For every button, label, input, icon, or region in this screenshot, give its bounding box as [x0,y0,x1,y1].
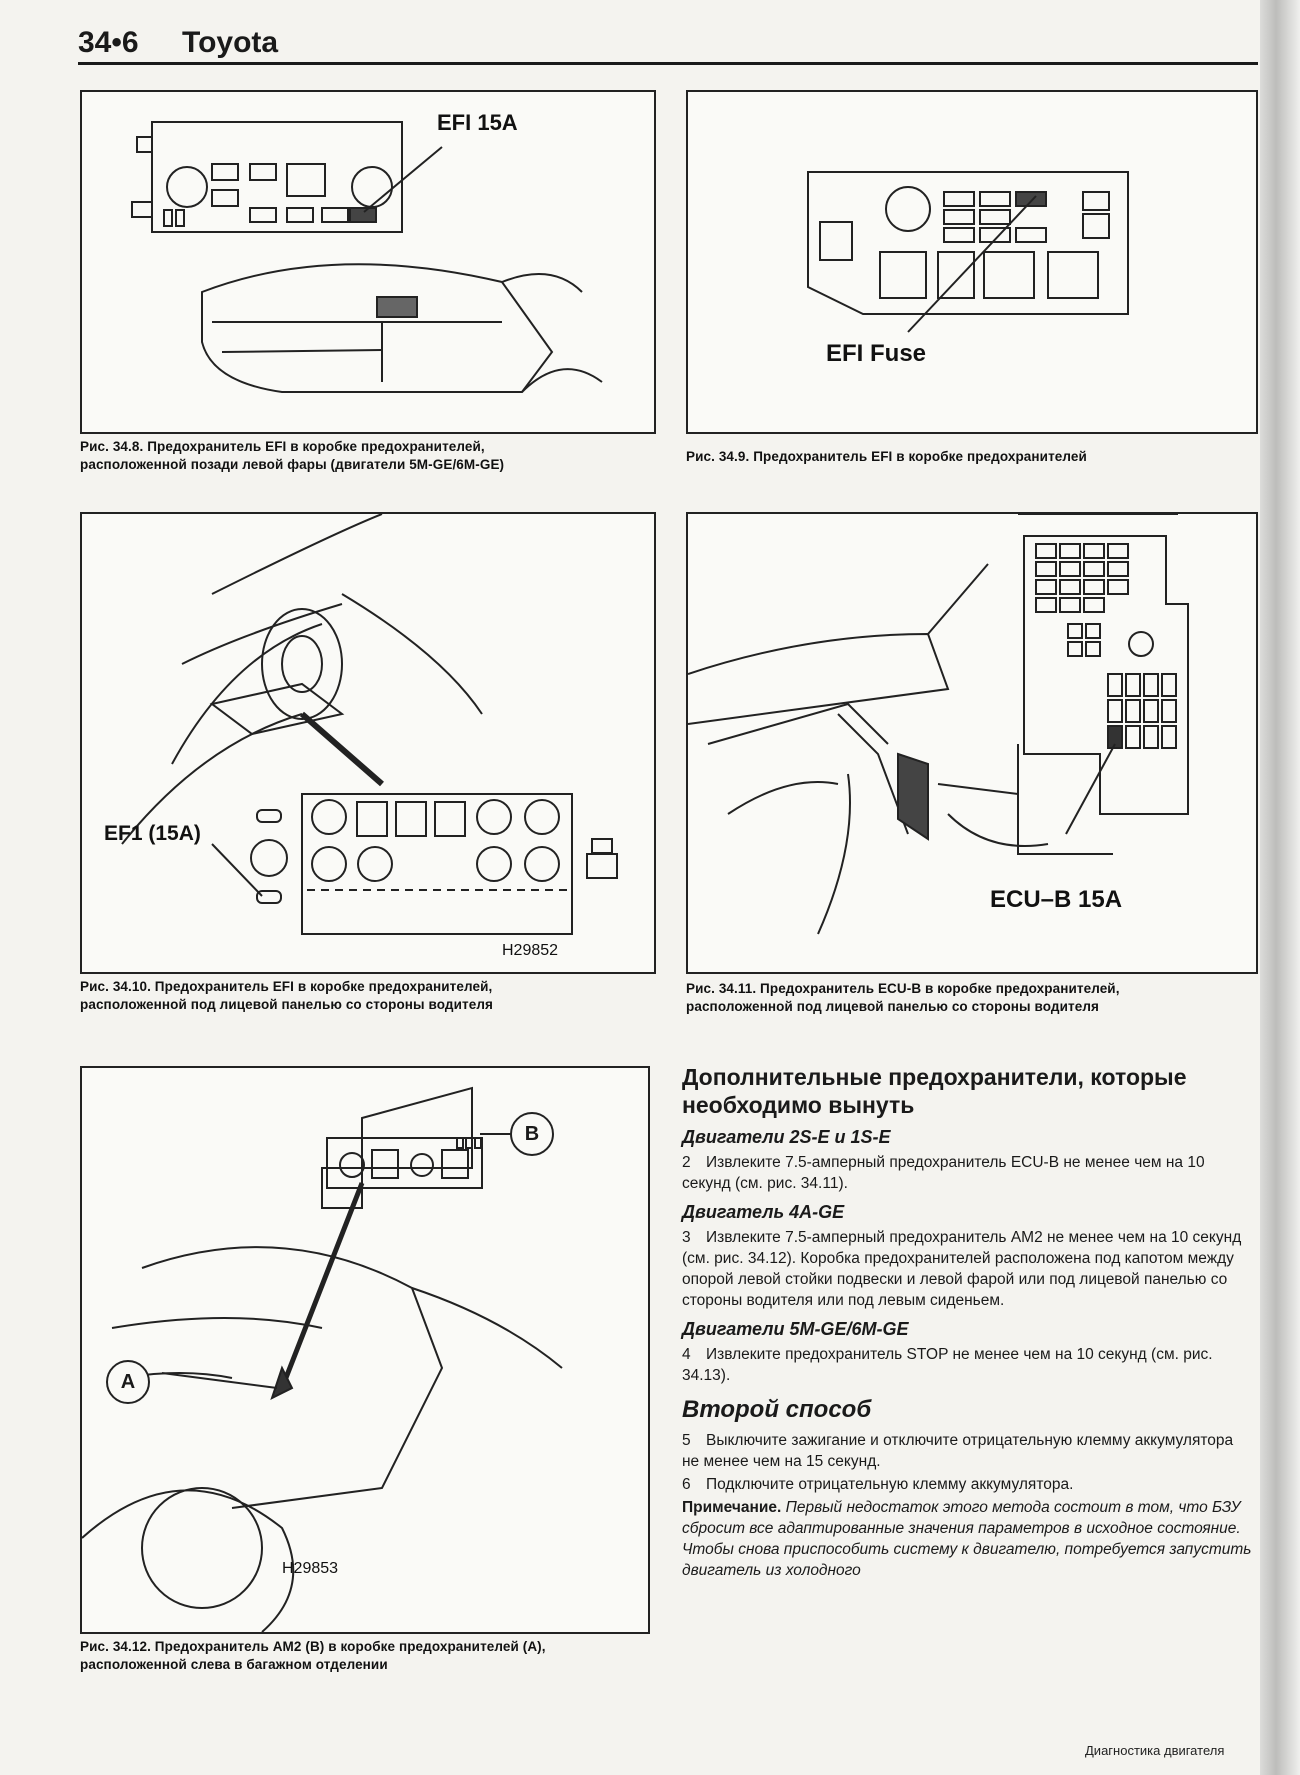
trunk-fuse-box-illustration [82,1086,563,1632]
figure-34-11: ECU–B 15A [686,512,1258,974]
callout-b-label: B [524,1123,540,1145]
caption-line: Рис. 34.8. Предохранитель EFI в коробке … [80,439,485,454]
figure-34-9: EFI Fuse [686,90,1258,434]
figure-34-12: A B H29853 [80,1066,650,1634]
dashboard-fuse-box-illustration [121,514,618,935]
fuse-box-illustration [807,171,1129,333]
figure-34-10: EF1 (15A) H29852 [80,512,656,974]
note: Примечание. Первый недостаток этого мето… [682,1497,1252,1581]
caption-34-11: Рис. 34.11. Предохранитель ECU-B в короб… [686,980,1256,1016]
callout-a-label: A [120,1371,136,1393]
caption-34-10: Рис. 34.10. Предохранитель EFI в коробке… [80,978,660,1014]
caption-line: Рис. 34.9. Предохранитель EFI в коробке … [686,449,1087,464]
drawing-code: H29852 [502,942,559,959]
subheading-2s-1s: Двигатели 2S-E и 1S-E [682,1127,891,1147]
paragraph-number: 6 [682,1476,691,1493]
caption-34-12: Рис. 34.12. Предохранитель AM2 (B) в кор… [80,1638,660,1674]
drawing-code: H29853 [282,1560,339,1577]
paragraph-text: Выключите зажигание и отключите отрицате… [682,1432,1234,1470]
note-label: Примечание. [682,1499,782,1516]
paragraph-text: Извлеките 7.5-амперный предохранитель AM… [682,1229,1242,1309]
paragraph-text: Извлеките 7.5-амперный предохранитель EC… [682,1154,1205,1192]
section-heading: Дополнительные предохранители, которые н… [682,1064,1187,1118]
paragraph-text: Извлеките предохранитель STOP не менее ч… [682,1346,1213,1384]
caption-line: расположенной под лицевой панелью со сто… [686,999,1099,1014]
fuse-label: EF1 (15A) [104,822,201,845]
caption-line: расположенной слева в багажном отделении [80,1657,388,1672]
fuse-label: ECU–B 15A [990,886,1123,913]
caption-line: Рис. 34.10. Предохранитель EFI в коробке… [80,979,493,994]
dashboard-fuse-panel-illustration [688,514,1189,935]
caption-34-8: Рис. 34.8. Предохранитель EFI в коробке … [80,438,660,474]
page-number: 34•6 [78,26,139,59]
page-footer: Диагностика двигателя [1085,1743,1225,1758]
caption-line: Рис. 34.11. Предохранитель ECU-B в короб… [686,981,1120,996]
note-text: Первый недостаток этого метода состоит в… [682,1499,1252,1579]
caption-line: расположенной позади левой фары (двигате… [80,457,505,472]
paragraph-number: 4 [682,1346,691,1363]
fuse-box-headlight-illustration [131,121,603,393]
body-text: Дополнительные предохранители, которые н… [682,1063,1252,1583]
section-title: Второй способ [682,1396,872,1423]
paragraph-6: 6 Подключите отрицательную клемму аккумул… [682,1474,1252,1495]
brand-title: Toyota [182,26,279,59]
page-header: 34•6 Toyota [78,22,1258,66]
header-rule [78,62,1258,65]
caption-line: Рис. 34.12. Предохранитель AM2 (B) в кор… [80,1639,546,1654]
figure-34-8: EFI 15A [80,90,656,434]
page-edge-shadow [1260,0,1300,1775]
fuse-label: EFI Fuse [826,340,927,367]
caption-line: расположенной под лицевой панелью со сто… [80,997,493,1012]
paragraph-number: 3 [682,1229,691,1246]
fuse-label: EFI 15A [437,110,518,135]
callout-a: A [106,1360,150,1404]
paragraph-number: 2 [682,1154,691,1171]
subheading-4a-ge: Двигатель 4A-GE [682,1202,845,1222]
paragraph-text: Подключите отрицательную клемму аккумуля… [706,1476,1074,1493]
callout-b: B [510,1112,554,1156]
caption-34-9: Рис. 34.9. Предохранитель EFI в коробке … [686,448,1256,466]
paragraph-number: 5 [682,1432,691,1449]
subheading-5m-6m: Двигатели 5M-GE/6M-GE [682,1319,909,1339]
